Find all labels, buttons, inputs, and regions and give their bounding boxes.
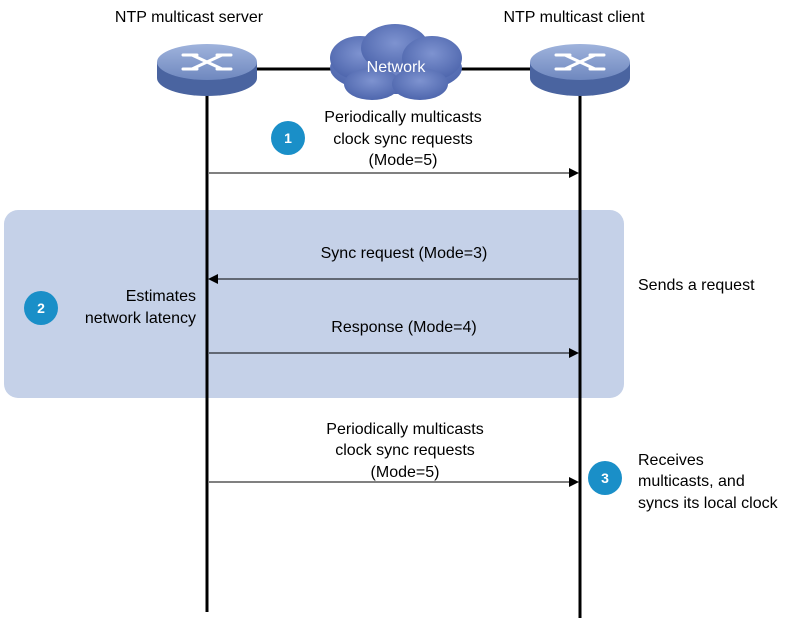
network-cloud-icon (330, 24, 462, 100)
step3-client-note-line1: Receives (638, 452, 704, 469)
step1-text-line3: (Mode=5) (368, 152, 438, 169)
step2-text-line2: network latency (84, 310, 196, 327)
step2-highlight-band (4, 210, 624, 398)
server-router-icon (157, 44, 257, 96)
step3-client-note-line2: multicasts, and (638, 473, 745, 490)
step1-text-line1: Periodically multicasts (324, 109, 482, 126)
step2-text-line1: Estimates (125, 288, 196, 305)
step3-text-line3: (Mode=5) (370, 464, 440, 481)
network-label: Network (366, 59, 426, 76)
client-label: NTP multicast client (503, 9, 645, 26)
step3-badge: 3 (588, 461, 622, 495)
client-send-request-note: Sends a request (638, 277, 755, 294)
sync-request-label: Sync request (Mode=3) (320, 245, 488, 262)
response-label: Response (Mode=4) (331, 319, 477, 336)
step3-client-note-line3: syncs its local clock (638, 495, 778, 512)
step2-badge: 2 (24, 291, 58, 325)
step1-text-line2: clock sync requests (333, 131, 473, 148)
step1-badge: 1 (271, 121, 305, 155)
step3-text-line2: clock sync requests (335, 442, 475, 459)
step3-text-line1: Periodically multicasts (326, 421, 484, 438)
server-label: NTP multicast server (114, 9, 264, 26)
client-router-icon (530, 44, 630, 96)
